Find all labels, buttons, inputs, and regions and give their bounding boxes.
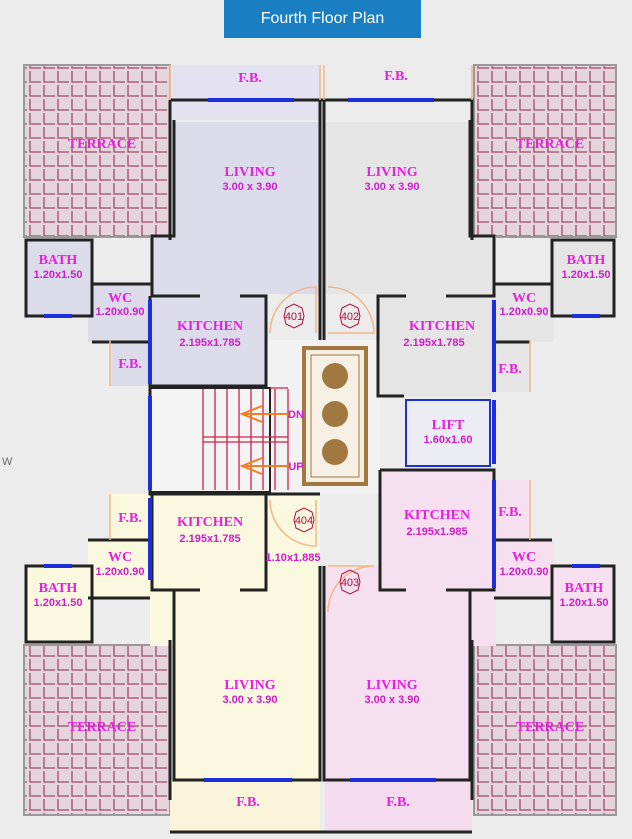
svg-text:401: 401 bbox=[285, 311, 303, 323]
bath-label: BATH bbox=[567, 253, 606, 268]
living-dim: 3.00 x 3.90 bbox=[222, 181, 277, 193]
stair-down-label: DN bbox=[288, 409, 304, 421]
unit-badge-402: 402 bbox=[339, 303, 361, 329]
stair-arrow-icon bbox=[239, 405, 290, 475]
fb-label: F.B. bbox=[498, 505, 522, 520]
terrace-bottom-left bbox=[23, 644, 171, 816]
side-text: W bbox=[2, 456, 13, 468]
living-dim: 3.00 x 3.90 bbox=[364, 694, 419, 706]
bath-label: BATH bbox=[39, 253, 78, 268]
unit-badge-403: 403 bbox=[339, 569, 361, 595]
fb-label: F.B. bbox=[236, 795, 260, 810]
staircase bbox=[149, 387, 289, 493]
kitchen-label: KITCHEN bbox=[409, 319, 475, 334]
living-label: LIVING bbox=[224, 678, 275, 693]
living-dim: 3.00 x 3.90 bbox=[222, 694, 277, 706]
living-label: LIVING bbox=[366, 165, 417, 180]
kitchen-label: KITCHEN bbox=[177, 515, 243, 530]
page-title: Fourth Floor Plan bbox=[224, 0, 421, 38]
terrace-label: TERRACE bbox=[516, 137, 584, 152]
unit-401 bbox=[26, 65, 320, 386]
terrace-bottom-right bbox=[473, 644, 617, 816]
bath-dim: 1.20x1.50 bbox=[562, 269, 611, 281]
bath-label: BATH bbox=[39, 581, 78, 596]
fb-label: F.B. bbox=[384, 69, 408, 84]
unit-402 bbox=[324, 65, 614, 396]
wc-dim: 1.20x0.90 bbox=[96, 566, 145, 578]
terrace-label: TERRACE bbox=[68, 137, 136, 152]
lift-dim: 1.60x1.60 bbox=[424, 434, 473, 446]
fb-label: F.B. bbox=[386, 795, 410, 810]
kitchen-dim: 2.195x1.785 bbox=[179, 337, 240, 349]
terrace-top-right bbox=[473, 64, 617, 238]
kitchen-label: KITCHEN bbox=[404, 508, 470, 523]
wc-label: WC bbox=[512, 291, 536, 306]
wc-label: WC bbox=[512, 550, 536, 565]
unit-badge-404: 404 bbox=[293, 507, 315, 533]
kitchen-dim: 2.195x1.785 bbox=[403, 337, 464, 349]
bath-dim: 1.20x1.50 bbox=[34, 597, 83, 609]
living-dim: 3.00 x 3.90 bbox=[364, 181, 419, 193]
decorative-floor-pattern bbox=[302, 346, 368, 486]
svg-text:402: 402 bbox=[341, 311, 359, 323]
kitchen-label: KITCHEN bbox=[177, 319, 243, 334]
fb-label: F.B. bbox=[498, 362, 522, 377]
terrace-label: TERRACE bbox=[516, 720, 584, 735]
living-label: LIVING bbox=[366, 678, 417, 693]
kitchen-dim: 2.195x1.785 bbox=[179, 533, 240, 545]
unit-404 bbox=[26, 494, 320, 832]
unit-403 bbox=[324, 470, 614, 832]
fb-label: F.B. bbox=[118, 511, 142, 526]
fb-label: F.B. bbox=[238, 71, 262, 86]
windows bbox=[44, 98, 600, 782]
lift-label: LIFT bbox=[432, 418, 465, 433]
svg-text:403: 403 bbox=[341, 577, 359, 589]
bath-label: BATH bbox=[565, 581, 604, 596]
wc-dim: 1.20x0.90 bbox=[500, 306, 549, 318]
terrace-top-left bbox=[23, 64, 171, 238]
wc-label: WC bbox=[108, 291, 132, 306]
lift-shaft bbox=[405, 399, 491, 467]
svg-text:404: 404 bbox=[295, 515, 313, 527]
kitchen-dim: 2.195x1.985 bbox=[406, 526, 467, 538]
unit-badge-401: 401 bbox=[283, 303, 305, 329]
terrace-label: TERRACE bbox=[68, 720, 136, 735]
doors bbox=[109, 65, 531, 613]
bath-dim: 1.20x1.50 bbox=[34, 269, 83, 281]
passage-dim: 1.10x1.885 bbox=[265, 552, 320, 564]
stair-up-label: UP bbox=[288, 461, 303, 473]
wc-dim: 1.20x0.90 bbox=[96, 306, 145, 318]
living-label: LIVING bbox=[224, 165, 275, 180]
wc-dim: 1.20x0.90 bbox=[500, 566, 549, 578]
wc-label: WC bbox=[108, 550, 132, 565]
fb-label: F.B. bbox=[118, 357, 142, 372]
bath-dim: 1.20x1.50 bbox=[560, 597, 609, 609]
